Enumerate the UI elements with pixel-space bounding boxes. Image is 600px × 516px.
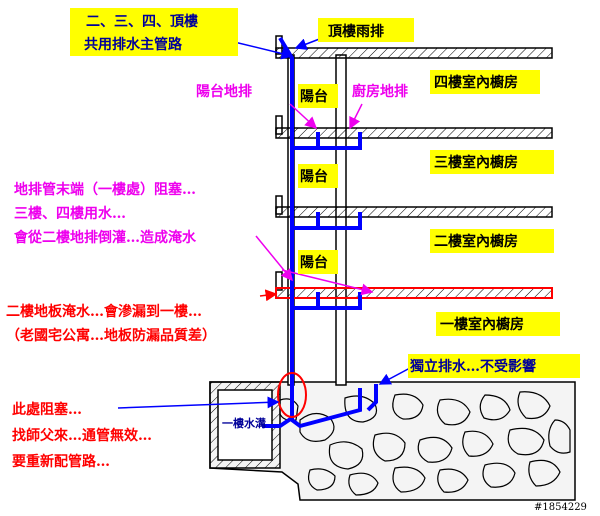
text-labels: 二、三、四、頂樓 共用排水主管路 頂樓雨排 陽台地排 廚房地排 陽台 陽台 陽台… bbox=[6, 13, 587, 513]
kitchen-drain-label: 廚房地排 bbox=[352, 83, 408, 100]
roof-rain-drain-label: 頂樓雨排 bbox=[328, 23, 384, 40]
seepage-desc-2: （老國宅公寓…地板防漏品質差） bbox=[6, 327, 216, 344]
fix-desc-3: 要重新配管路… bbox=[12, 453, 110, 470]
kitchen-4f-label: 四樓室內櫥房 bbox=[434, 74, 518, 91]
blockage-desc-3: 會從二樓地排倒灌…造成淹水 bbox=[13, 229, 197, 246]
balcony-drain-label: 陽台地排 bbox=[196, 83, 252, 100]
blockage-desc-1: 地排管末端（一樓處）阻塞… bbox=[14, 181, 196, 198]
blockage-desc-2: 三樓、四樓用水… bbox=[14, 205, 126, 222]
independent-drain-label: 獨立排水…不受影響 bbox=[409, 358, 536, 375]
seepage-desc-1: 二樓地板淹水…會滲漏到一樓… bbox=[6, 303, 202, 320]
kitchen-1f-label: 一樓室內櫥房 bbox=[440, 316, 524, 333]
fix-desc-1: 此處阻塞… bbox=[12, 401, 82, 418]
balcony-3f-label: 陽台 bbox=[300, 168, 328, 185]
gutter-1f-label: 一樓水溝 bbox=[222, 416, 266, 430]
kitchen-2f-label: 二樓室內櫥房 bbox=[434, 233, 518, 250]
kitchen-3f-label: 三樓室內櫥房 bbox=[434, 154, 518, 171]
shared-drain-label-2: 共用排水主管路 bbox=[84, 36, 183, 53]
shared-drain-label-1: 二、三、四、頂樓 bbox=[86, 13, 198, 30]
image-id-label: #1854229 bbox=[534, 502, 587, 513]
balcony-4f-label: 陽台 bbox=[300, 88, 328, 105]
balcony-2f-label: 陽台 bbox=[300, 254, 328, 271]
fix-desc-2: 找師父來…通管無效… bbox=[12, 427, 152, 444]
label-highlights bbox=[70, 8, 580, 378]
blockage-circle bbox=[277, 372, 307, 418]
callout-arrows bbox=[117, 37, 411, 409]
